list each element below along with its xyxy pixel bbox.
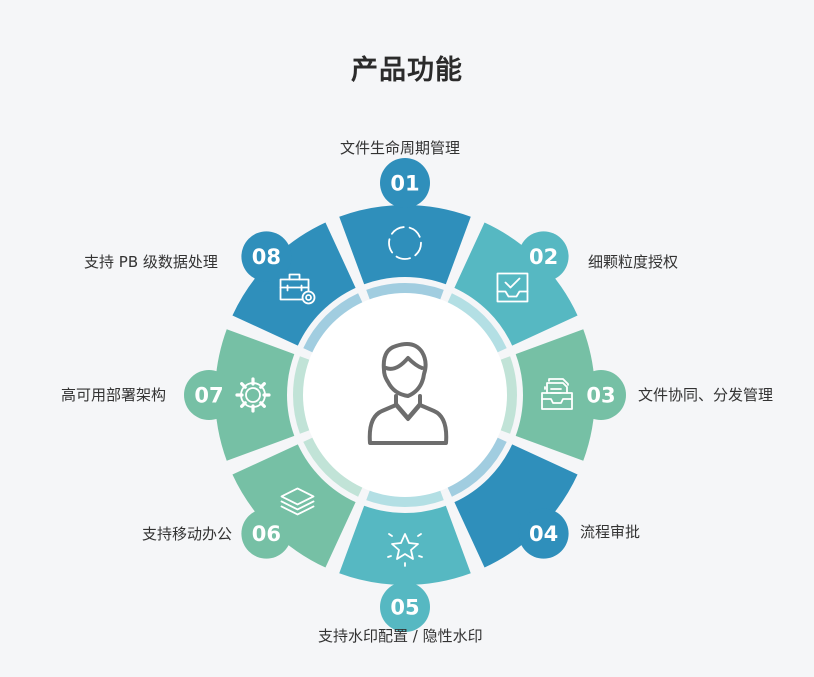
feature-label-07: 高可用部署架构 <box>61 386 167 404</box>
feature-number-02: 02 <box>529 245 558 269</box>
feature-number-08: 08 <box>252 245 281 269</box>
feature-segment-04 <box>454 444 578 568</box>
number-badge-08 <box>241 231 292 282</box>
feature-label-02: 细颗粒度授权 <box>588 253 679 271</box>
feature-number-06: 06 <box>252 522 281 546</box>
number-badge-07 <box>184 370 234 420</box>
feature-segment-03 <box>515 329 595 461</box>
feature-number-07: 07 <box>194 384 223 408</box>
feature-label-05: 支持水印配置 / 隐性水印 <box>318 627 483 645</box>
feature-label-01: 文件生命周期管理 <box>340 139 461 157</box>
number-badge-04 <box>518 508 569 559</box>
toolbox-gear-icon <box>279 273 316 305</box>
feature-segment-08 <box>232 222 356 346</box>
number-badge-06 <box>241 508 292 559</box>
feature-number-05: 05 <box>390 596 419 620</box>
inbox-check-icon <box>496 272 529 303</box>
feature-label-04: 流程审批 <box>580 523 641 541</box>
circle-dashed-icon <box>388 226 422 260</box>
feature-segment-01 <box>339 204 471 285</box>
page-title: 产品功能 <box>351 55 463 86</box>
number-badge-05 <box>380 582 430 632</box>
number-badge-03 <box>576 370 626 420</box>
file-tray-icon <box>541 378 573 410</box>
layers-icon <box>280 487 315 516</box>
feature-label-08: 支持 PB 级数据处理 <box>84 253 218 271</box>
feature-number-03: 03 <box>586 384 615 408</box>
number-badge-02 <box>518 231 569 282</box>
feature-segment-06 <box>232 444 356 568</box>
feature-segment-07 <box>215 329 295 461</box>
feature-segment-02 <box>454 222 578 346</box>
feature-number-01: 01 <box>390 172 419 196</box>
gear-icon <box>235 377 271 413</box>
number-badge-01 <box>380 158 430 208</box>
feature-segment-05 <box>339 505 471 585</box>
user-icon <box>367 342 449 445</box>
star-icon <box>387 533 423 567</box>
feature-number-04: 04 <box>529 522 558 546</box>
feature-label-03: 文件协同、分发管理 <box>638 386 774 404</box>
feature-label-06: 支持移动办公 <box>142 525 233 543</box>
